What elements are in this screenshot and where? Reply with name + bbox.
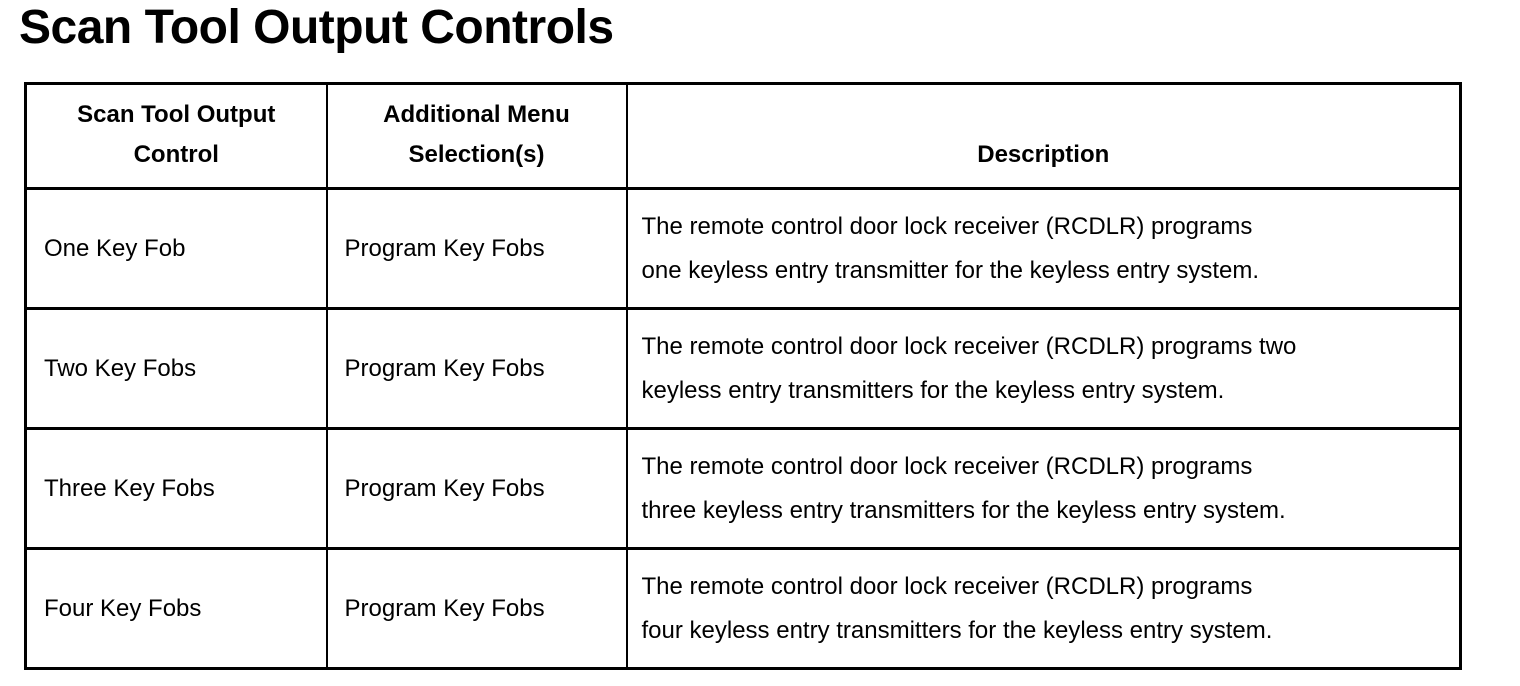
cell-control: Two Key Fobs bbox=[24, 307, 328, 430]
cell-menu: Program Key Fobs bbox=[325, 307, 628, 430]
header-cell-additional-menu-selections: Additional Menu Selection(s) bbox=[325, 82, 628, 190]
cell-description: The remote control door lock receiver (R… bbox=[625, 187, 1462, 310]
cell-description: The remote control door lock receiver (R… bbox=[625, 547, 1462, 670]
cell-control: One Key Fob bbox=[24, 187, 328, 310]
table-row: Three Key Fobs Program Key Fobs The remo… bbox=[24, 427, 1462, 550]
scan-tool-output-table: Scan Tool Output Control Additional Menu… bbox=[24, 82, 1462, 670]
cell-control: Four Key Fobs bbox=[24, 547, 328, 670]
cell-menu: Program Key Fobs bbox=[325, 427, 628, 550]
header-cell-description: Description bbox=[625, 82, 1462, 190]
header-row: Scan Tool Output Control Additional Menu… bbox=[24, 82, 1462, 190]
table-row: Four Key Fobs Program Key Fobs The remot… bbox=[24, 547, 1462, 670]
cell-control: Three Key Fobs bbox=[24, 427, 328, 550]
cell-menu: Program Key Fobs bbox=[325, 547, 628, 670]
table-row: One Key Fob Program Key Fobs The remote … bbox=[24, 187, 1462, 310]
page-title: Scan Tool Output Controls bbox=[19, 1, 614, 54]
table-row: Two Key Fobs Program Key Fobs The remote… bbox=[24, 307, 1462, 430]
cell-description: The remote control door lock receiver (R… bbox=[625, 307, 1462, 430]
header-cell-scan-tool-output-control: Scan Tool Output Control bbox=[24, 82, 328, 190]
cell-menu: Program Key Fobs bbox=[325, 187, 628, 310]
cell-description: The remote control door lock receiver (R… bbox=[625, 427, 1462, 550]
